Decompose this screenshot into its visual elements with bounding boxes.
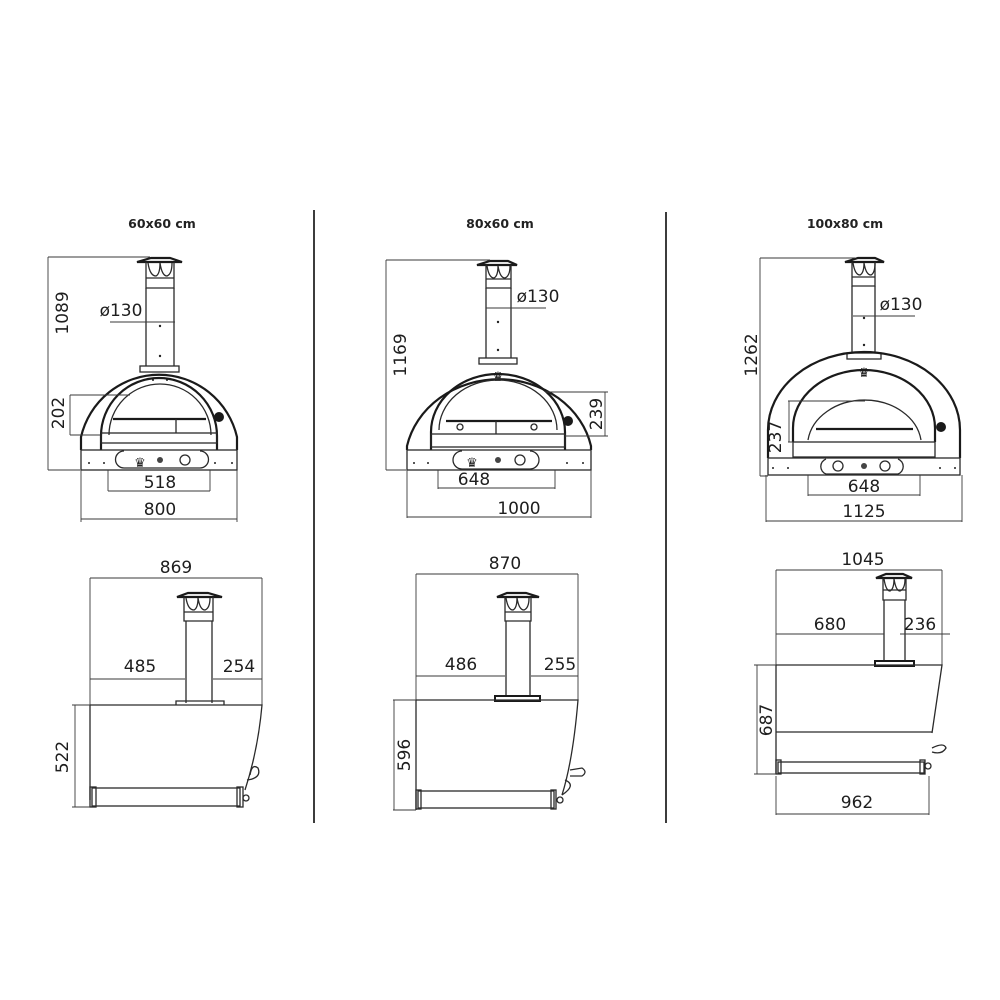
thermometer-icon [214,412,224,422]
dim-flue-to-back: 254 [223,657,255,677]
dim-door-height: 202 [49,397,69,429]
front-view: ♛ 1262 ø130 237 648 1125 [742,256,963,522]
dim-front-to-flue: 680 [814,615,846,635]
dim-body-height: 687 [757,704,777,736]
dim-width: 1125 [842,502,885,522]
dim-flue-diameter: ø130 [517,287,560,307]
gas-knob-icon [832,460,844,472]
model-title: 80x60 cm [466,216,534,231]
dim-base-width: 962 [841,793,873,813]
side-view: 870 486 255 596 [393,554,586,811]
side-view: 1045 680 236 687 962 [754,550,950,815]
dim-height: 1089 [53,291,73,334]
dim-body-height: 522 [53,741,73,773]
gas-knob-icon [514,454,526,466]
dim-flue-diameter: ø130 [100,301,143,321]
dim-width: 1000 [497,499,540,519]
dim-flue-diameter: ø130 [880,295,923,315]
thermometer-icon [563,416,573,426]
model-100x80: 100x80 cm ♛ 1 [742,216,963,815]
dome-outline [79,373,239,450]
dim-door-width: 648 [848,477,880,497]
svg-text:♛: ♛ [466,455,478,470]
front-view: ♛ 1089 ø130 202 518 800 [47,256,239,522]
front-view: ♛ ♛ 1169 ø130 239 648 [385,259,608,519]
side-view: 869 485 254 522 [53,558,263,808]
model-title: 60x60 cm [128,216,196,231]
dim-depth: 869 [160,558,192,578]
dim-flue-to-back: 255 [544,655,576,675]
dim-height: 1262 [742,333,762,376]
model-60x60: 60x60 cm [47,216,263,808]
dim-door-width: 518 [144,473,176,493]
model-80x60: 80x60 cm ♛ ♛ [385,216,608,811]
dim-door-height: 237 [766,421,786,453]
dim-body-height: 596 [395,739,415,771]
dim-flue-to-back: 236 [904,615,936,635]
dim-front-to-flue: 486 [445,655,477,675]
dim-door-width: 648 [458,470,490,490]
dim-width: 800 [144,500,176,520]
thermometer-icon [936,422,946,432]
dim-depth: 1045 [841,550,884,570]
dim-door-height: 239 [587,398,607,430]
crown-logo-icon: ♛ [492,369,504,384]
crown-logo-icon: ♛ [134,455,146,470]
gas-knob-icon [179,454,191,466]
crown-logo-icon: ♛ [858,365,870,380]
model-title: 100x80 cm [807,216,883,231]
dim-height: 1169 [391,333,411,376]
chimney-cap-icon [136,256,183,264]
dim-depth: 870 [489,554,521,574]
dim-front-to-flue: 485 [124,657,156,677]
